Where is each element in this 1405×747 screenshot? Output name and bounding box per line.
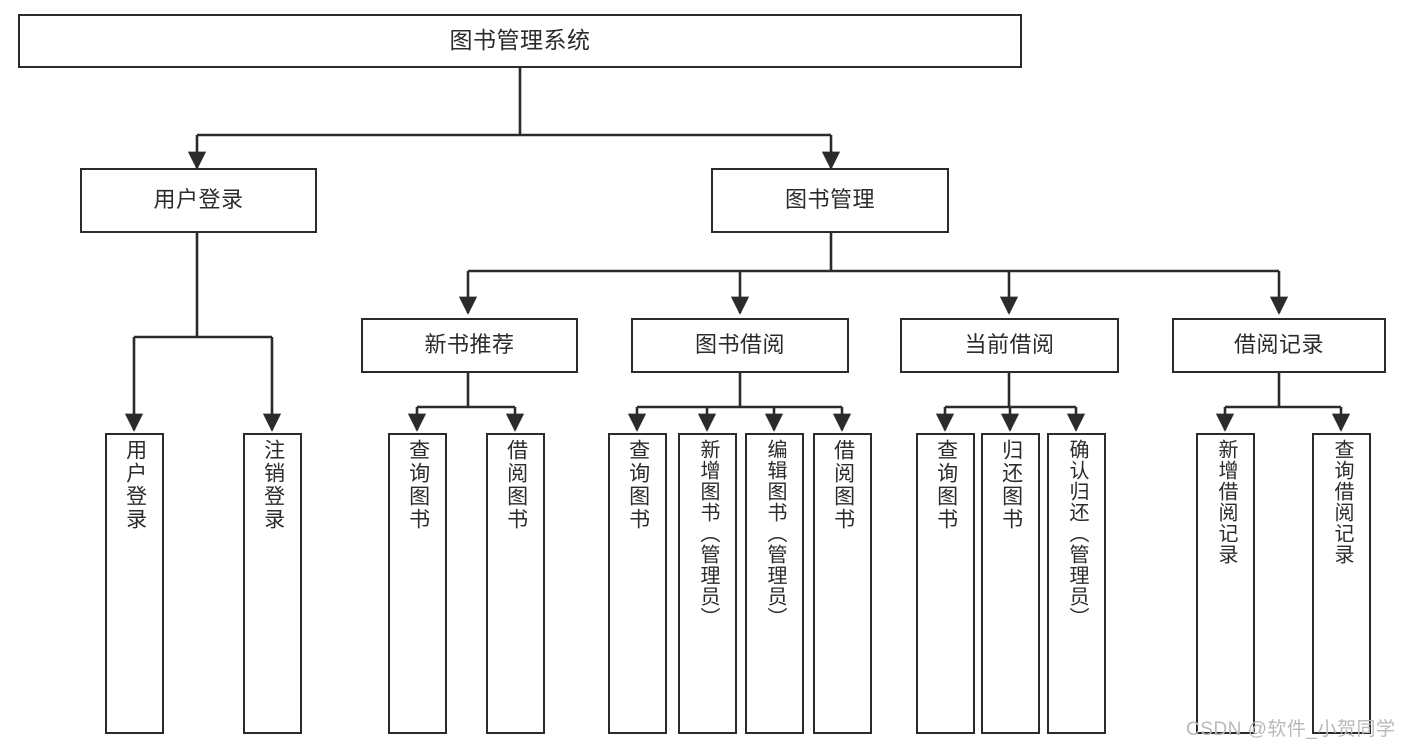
leaf-user-login-1[interactable]: 注销登录 (243, 433, 302, 734)
node-label: 当前借阅 (964, 332, 1055, 358)
node-label: 借阅图书 (504, 439, 528, 531)
watermark-text: CSDN @软件_小贺同学 (1186, 719, 1396, 740)
leaf-current-borrow-0[interactable]: 查询图书 (916, 433, 975, 734)
node-label: 查询图书 (626, 439, 650, 531)
node-current-borrow[interactable]: 当前借阅 (900, 318, 1119, 373)
node-label: 借阅记录 (1233, 332, 1324, 358)
leaf-borrow-record-0[interactable]: 新增借阅记录 (1196, 433, 1255, 734)
node-label: 查询借阅记录 (1331, 439, 1353, 565)
node-label: 查询图书 (934, 439, 958, 531)
node-borrow-record[interactable]: 借阅记录 (1172, 318, 1386, 373)
leaf-current-borrow-2[interactable]: 确认归还（管理员） (1047, 433, 1106, 734)
node-label: 图书管理 (784, 187, 875, 213)
node-label: 新书推荐 (424, 332, 515, 358)
node-label: 用户登录 (153, 187, 244, 213)
node-book-borrow[interactable]: 图书借阅 (631, 318, 849, 373)
node-label: 图书管理系统 (449, 27, 591, 54)
leaf-book-borrow-2[interactable]: 编辑图书（管理员） (745, 433, 804, 734)
node-label: 注销登录 (261, 439, 285, 531)
leaf-current-borrow-1[interactable]: 归还图书 (981, 433, 1040, 734)
leaf-borrow-record-1[interactable]: 查询借阅记录 (1312, 433, 1371, 734)
node-label: 编辑图书（管理员） (764, 439, 786, 628)
leaf-book-borrow-3[interactable]: 借阅图书 (813, 433, 872, 734)
leaf-new-book-recommend-0[interactable]: 查询图书 (388, 433, 447, 734)
node-label: 新增图书（管理员） (697, 439, 719, 628)
node-user-login[interactable]: 用户登录 (80, 168, 317, 233)
node-label: 新增借阅记录 (1215, 439, 1237, 565)
leaf-new-book-recommend-1[interactable]: 借阅图书 (486, 433, 545, 734)
leaf-book-borrow-0[interactable]: 查询图书 (608, 433, 667, 734)
node-label: 归还图书 (999, 439, 1023, 531)
node-book-management[interactable]: 图书管理 (711, 168, 949, 233)
node-label: 图书借阅 (694, 332, 785, 358)
node-label: 用户登录 (123, 439, 147, 531)
node-label: 确认归还（管理员） (1066, 439, 1088, 628)
node-label: 查询图书 (406, 439, 430, 531)
node-new-book-recommend[interactable]: 新书推荐 (361, 318, 578, 373)
leaf-book-borrow-1[interactable]: 新增图书（管理员） (678, 433, 737, 734)
node-root-system[interactable]: 图书管理系统 (18, 14, 1022, 68)
leaf-user-login-0[interactable]: 用户登录 (105, 433, 164, 734)
node-label: 借阅图书 (831, 439, 855, 531)
